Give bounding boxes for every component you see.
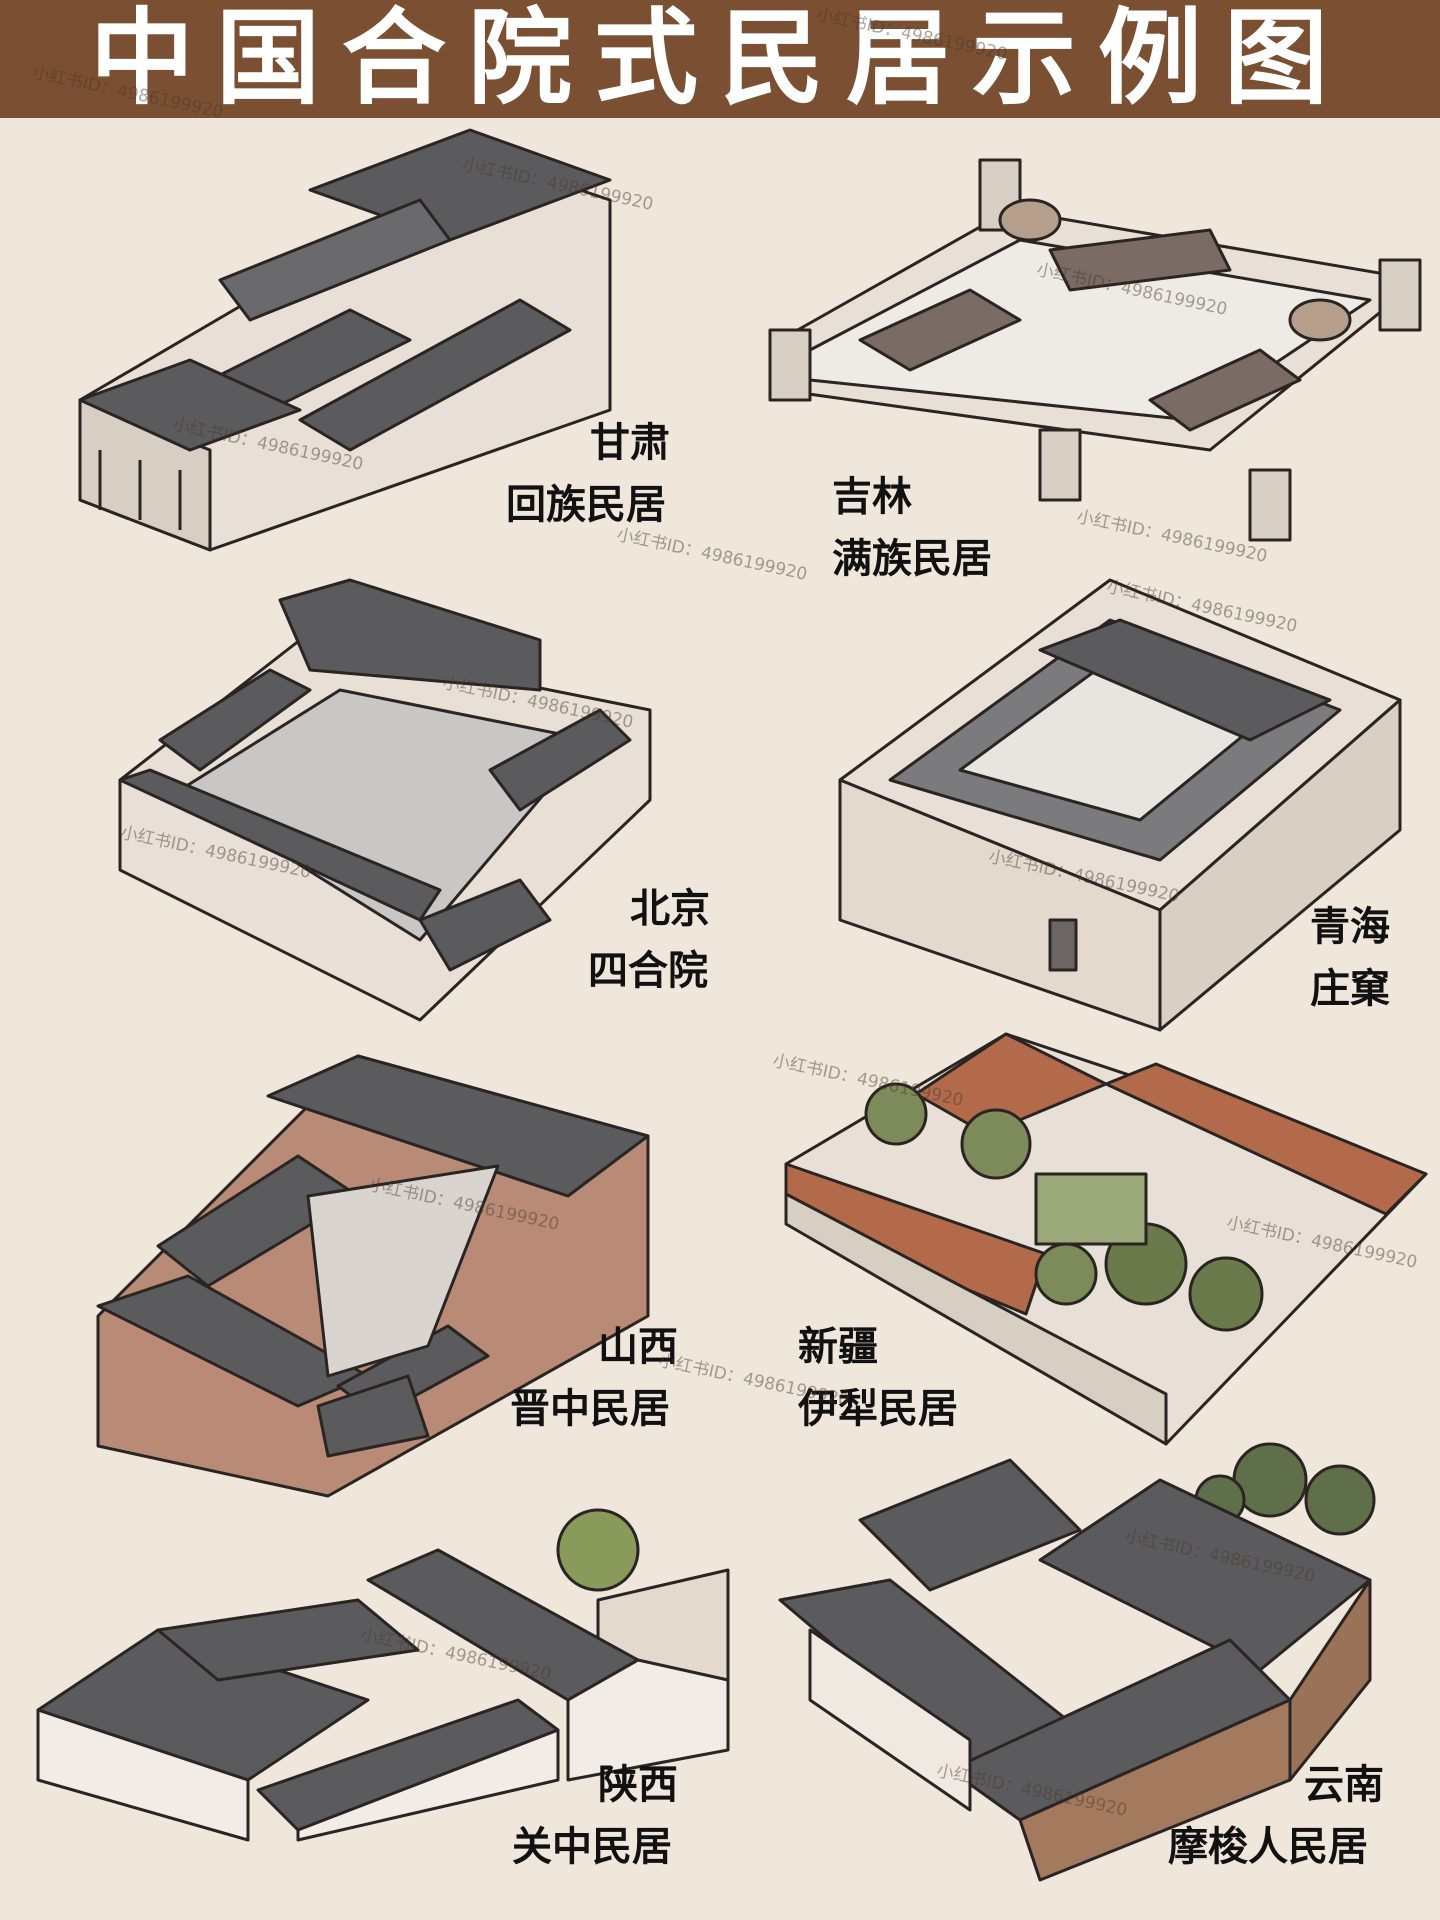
label-yunnan-type: 摩梭人民居	[1168, 1824, 1368, 1870]
label-shaanxi-region: 陕西	[598, 1762, 678, 1808]
label-beijing-type: 四合院	[588, 948, 708, 994]
illustration-shanxi-jinzhong	[96, 1054, 658, 1498]
title-banner: 中国合院式民居示例图	[0, 0, 1440, 118]
label-gansu: 甘肃 回族民居	[506, 412, 670, 536]
label-gansu-type: 回族民居	[506, 482, 666, 528]
label-shaanxi-type: 关中民居	[512, 1824, 672, 1870]
label-yunnan-region: 云南	[1304, 1762, 1384, 1808]
label-shanxi-region: 山西	[598, 1324, 678, 1370]
label-xinjiang-type: 伊犁民居	[798, 1386, 958, 1432]
label-xinjiang: 新疆 伊犁民居	[798, 1316, 958, 1440]
label-qinghai: 青海 庄窠	[1310, 896, 1390, 1020]
label-shaanxi: 陕西 关中民居	[512, 1754, 678, 1878]
page-title: 中国合院式民居示例图	[89, 0, 1350, 119]
illustration-gansu-hui	[70, 120, 750, 560]
illustration-yunnan-mosuo	[778, 1440, 1420, 1900]
label-jilin-region: 吉林	[832, 474, 912, 520]
label-beijing: 北京 四合院	[588, 878, 710, 1002]
label-shanxi-type: 晋中民居	[510, 1386, 670, 1432]
illustration-shaanxi-guanzhong	[36, 1508, 738, 1842]
illustration-xinjiang-yili	[784, 1024, 1428, 1454]
illustration-beijing-siheyuan	[118, 578, 660, 1022]
label-jilin: 吉林 满族民居	[832, 466, 992, 590]
illustration-qinghai-zhuangke	[830, 578, 1410, 1032]
label-yunnan: 云南 摩梭人民居	[1168, 1754, 1384, 1878]
label-gansu-region: 甘肃	[590, 420, 670, 466]
label-qinghai-type: 庄窠	[1310, 966, 1390, 1012]
label-beijing-region: 北京	[630, 886, 710, 932]
illustration-jilin-manchu	[768, 150, 1430, 570]
label-jilin-type: 满族民居	[832, 536, 992, 582]
label-xinjiang-region: 新疆	[798, 1324, 878, 1370]
label-shanxi: 山西 晋中民居	[510, 1316, 678, 1440]
label-qinghai-region: 青海	[1310, 904, 1390, 950]
